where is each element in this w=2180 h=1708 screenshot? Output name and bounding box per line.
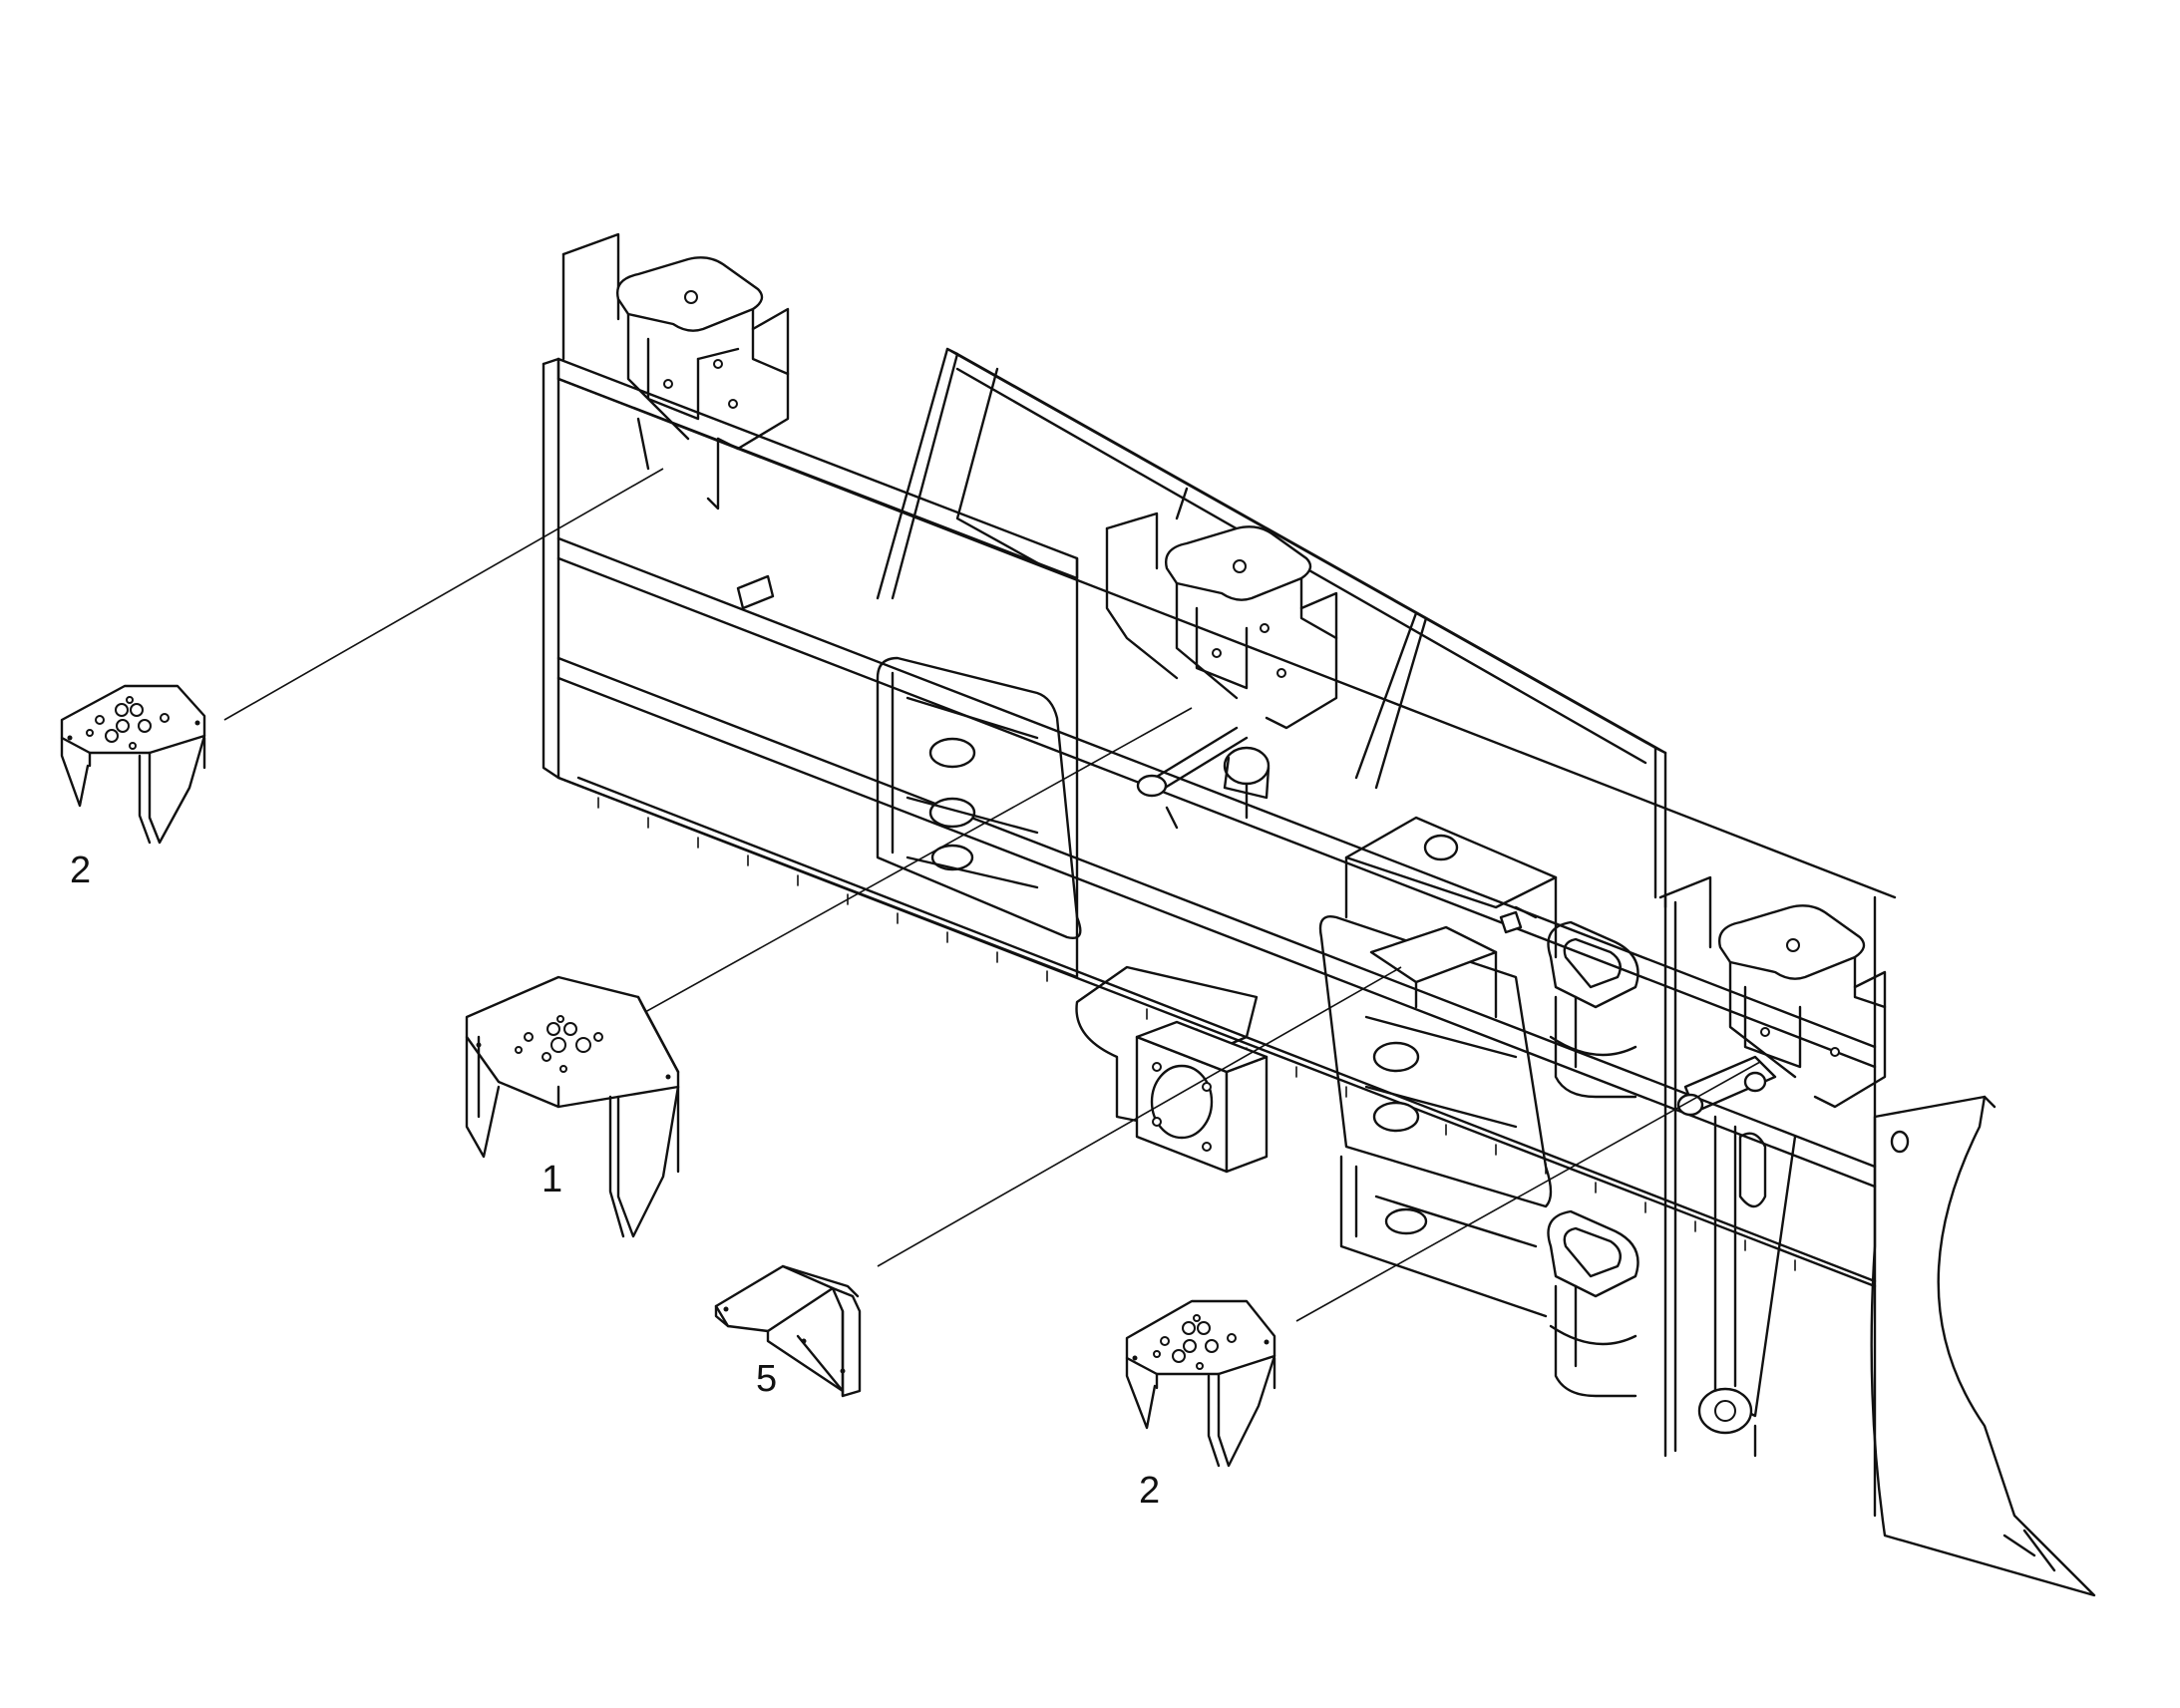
leader-line-2-right — [1295, 1061, 1761, 1322]
tilt-cylinder — [1136, 726, 1271, 830]
lower-left-bracket — [1339, 1155, 1548, 1318]
part-2-bracket-right — [1125, 1299, 1276, 1468]
right-link-arm — [1663, 895, 1797, 1458]
callout-1: 1 — [542, 1159, 562, 1200]
callout-2-left: 2 — [70, 850, 91, 891]
right-lug-plate — [1318, 915, 1553, 1208]
center-top-mount — [1105, 512, 1338, 730]
right-top-mount — [1658, 875, 1887, 1109]
left-top-mount — [616, 256, 790, 511]
dozer-blade-assembly — [542, 232, 2096, 1597]
handle-upper — [1547, 920, 1639, 1099]
left-lug-plate — [876, 656, 1082, 939]
leader-line-2-left — [223, 468, 664, 721]
center-right-box — [1344, 816, 1558, 959]
part-1-bracket — [465, 975, 680, 1238]
part-2-bracket-left — [60, 684, 206, 845]
leader-line-1 — [635, 707, 1193, 1018]
callout-2-right: 2 — [1139, 1470, 1160, 1512]
callout-5: 5 — [756, 1358, 777, 1400]
front-boss-block — [1075, 965, 1269, 1174]
decal-plate — [736, 574, 775, 610]
leader-line-5 — [877, 966, 1402, 1267]
handle-lower — [1547, 1209, 1639, 1398]
part-5-bracket — [714, 1264, 862, 1398]
right-end-wing — [1870, 1095, 2096, 1597]
leader-lines — [223, 468, 1761, 1322]
